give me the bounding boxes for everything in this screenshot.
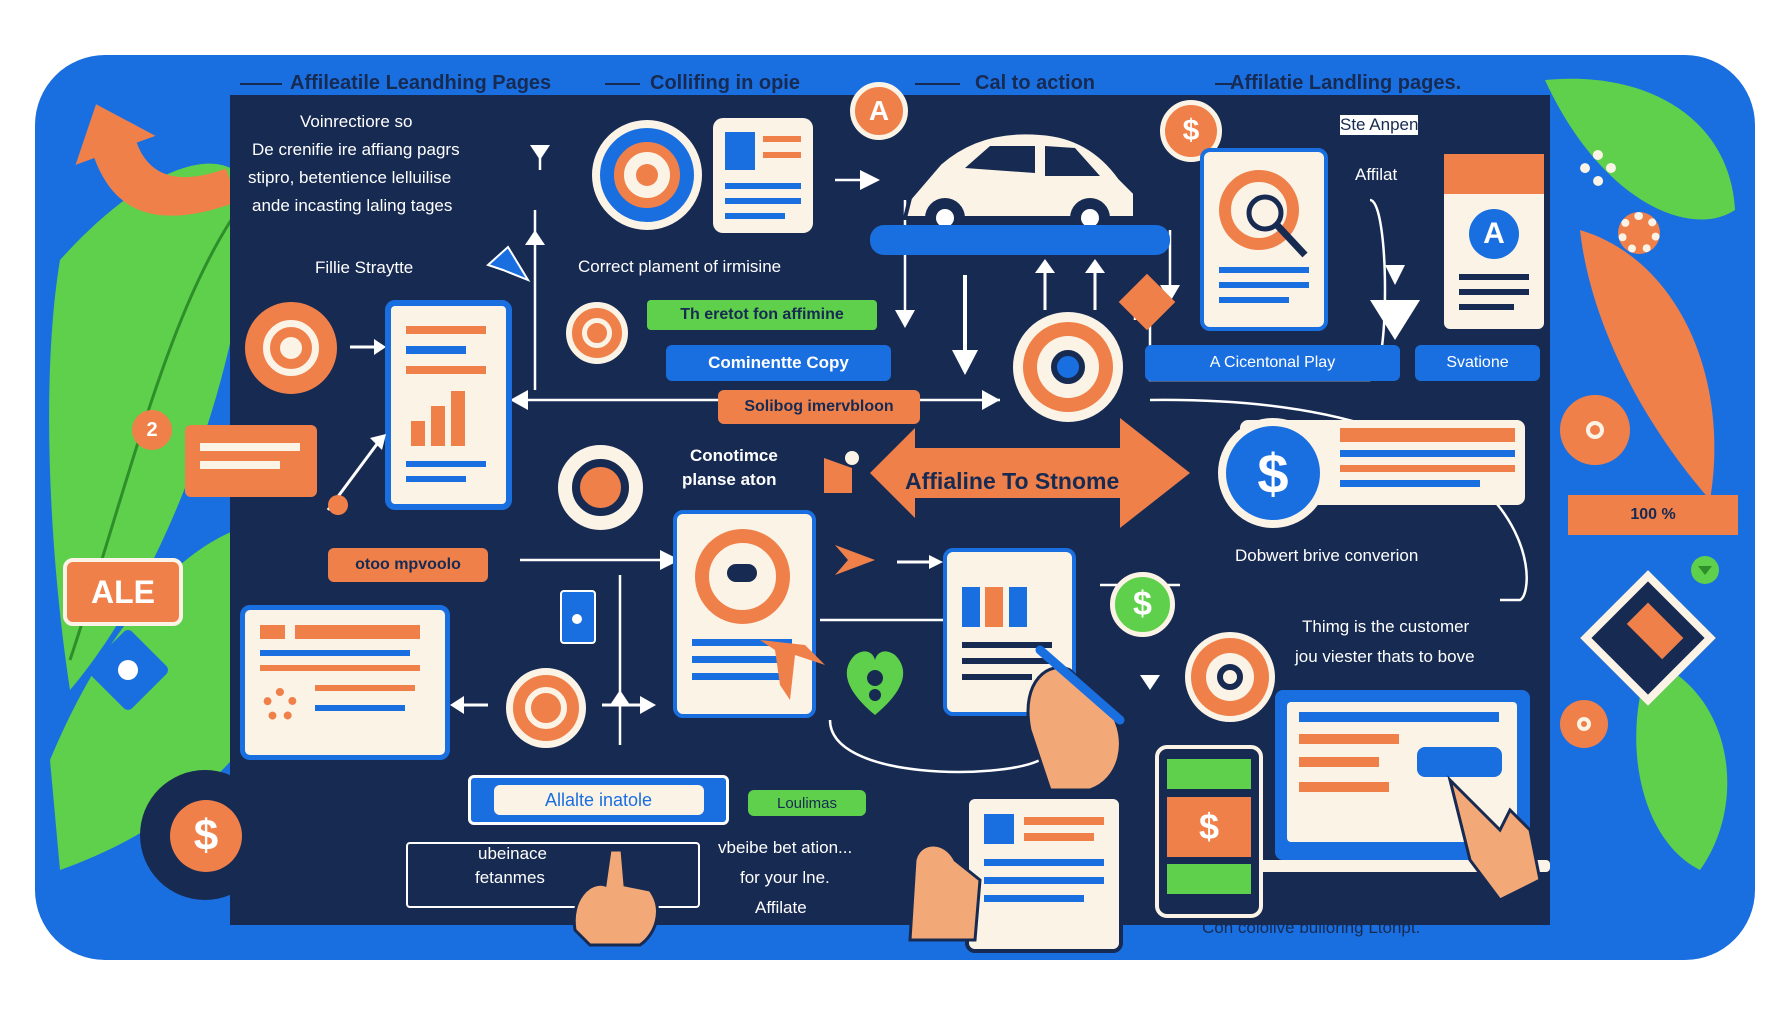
label-affiliate-to-stnome: Affialine To Stnome — [905, 468, 1120, 494]
play-arrow-icon — [835, 545, 875, 575]
dollar-coin-green-icon: $ — [1110, 572, 1175, 637]
target-icon-center — [1013, 312, 1123, 422]
up-arrows-icon — [1035, 259, 1105, 310]
label-dobwert: Dobwert brive converion — [1235, 546, 1419, 565]
heart-badge-icon — [846, 651, 904, 715]
pill-solibog: Solibog imervbloon — [718, 390, 920, 424]
phone-illustration: $ — [1155, 745, 1263, 918]
label-contimence: Conotimce — [690, 446, 778, 465]
g-coin-icon — [566, 302, 628, 364]
pill-otoo-mpvoolo: otoo mpvoolo — [328, 548, 488, 582]
dollar-coin-orange-icon: $ — [1160, 100, 1222, 162]
step-number-badge: 2 — [132, 410, 172, 450]
pill-a-cicentral-play: A Cicentonal Play — [1145, 345, 1400, 381]
chat-bubble-card — [185, 425, 317, 497]
hand-tap-icon — [572, 848, 659, 947]
car-underline-bar — [870, 225, 1170, 255]
big-double-arrow — [870, 418, 1190, 528]
intro-line-2: De crenifie ire affiang pagrs — [252, 140, 460, 159]
label-jou-viester: jou viester thats to bove — [1295, 647, 1475, 666]
intro-line-3: stipro, betentience lelluilise — [248, 168, 452, 187]
header-title-3: Cal to action — [975, 72, 1096, 94]
arrow-right-icon-3 — [897, 555, 943, 569]
label-affilate: Affilate — [755, 898, 807, 917]
label-affilat: Affilat — [1355, 165, 1398, 184]
badge-a-icon: A — [850, 82, 908, 140]
percent-label: 100 % — [1568, 495, 1738, 535]
report-document-card — [385, 300, 512, 510]
label-weibe-bet: vbeibe bet ation... — [718, 838, 853, 857]
label-con-colilve: Con cololive bulloring Ltonpt. — [1202, 918, 1421, 937]
target-icon-left — [245, 302, 337, 394]
calendar-card: A — [1440, 150, 1548, 333]
gear-icon-small — [1560, 700, 1608, 748]
label-fetanmes: fetanmes — [475, 868, 545, 887]
growth-arrow-icon — [326, 434, 386, 515]
g-coin-icon-2 — [506, 668, 586, 748]
arrow-right-icon — [350, 339, 386, 355]
arrow-left-icon — [450, 696, 488, 714]
pill-th-eretot: Th eretot fon affimine — [647, 300, 877, 330]
header-title-2: Collifing in opie — [650, 72, 800, 94]
pill-cominentte-copy: Cominentte Copy — [666, 345, 891, 381]
dollar-gear-icon: $ — [140, 770, 270, 900]
target-icon-top — [592, 120, 702, 230]
layout-document-card — [713, 118, 813, 233]
pill-svatione: Svatione — [1415, 345, 1540, 381]
pill-loulinas: Loulimas — [748, 790, 866, 816]
hand-with-pen-icon — [1026, 645, 1125, 792]
label-ubeinace: ubeinace — [478, 844, 548, 863]
header-title-1: Affileatile Leandhing Pages — [290, 72, 552, 94]
pill-alialte-inatole: Allalte inatole — [493, 785, 704, 815]
hand-pointing-icon — [1447, 775, 1542, 902]
arrow-right-small-icon — [1482, 122, 1526, 134]
bar-chart-document-card — [943, 548, 1076, 716]
ale-badge: ALE — [63, 558, 183, 626]
label-fillie-strategy: Fillie Straytte — [315, 258, 414, 277]
label-ste-anpen: Ste Anpen — [1340, 115, 1419, 135]
profile-document-card — [673, 510, 816, 718]
intro-line-4: ande incasting laling tages — [252, 196, 453, 215]
settings-document-card — [240, 605, 450, 760]
gear-icon-orange — [1618, 212, 1660, 254]
hand-holding-icon — [908, 843, 982, 942]
header-title-4: Affilatie Landling pages. — [1230, 72, 1462, 94]
arrow-right-icon-2 — [602, 696, 656, 714]
pill-alialte-inatole-wrap: Allalte inatole — [468, 775, 729, 825]
gear-icon — [1580, 150, 1616, 186]
car-illustration — [902, 130, 1137, 238]
target-icon-lower — [1185, 632, 1275, 722]
arrow-curved-icon — [760, 640, 825, 700]
label-for-your: for your lne. — [740, 868, 830, 887]
label-thing-is: Thimg is the customer — [1302, 617, 1470, 636]
label-correct-placement: Correct plament of irmisine — [578, 257, 782, 276]
arrow-down-icon — [952, 275, 978, 375]
megaphone-icon — [824, 451, 859, 493]
magnifier-icon — [1246, 194, 1308, 258]
cursor-flag-icon — [486, 245, 531, 283]
analytics-document-card — [1200, 148, 1328, 331]
label-plance-aton: planse aton — [682, 470, 777, 489]
gear-icon-large — [1560, 395, 1630, 465]
green-triangle-icon — [1691, 556, 1719, 584]
donut-chart-icon — [548, 435, 653, 540]
outline-box — [406, 842, 700, 908]
intro-line-1: Voinrectiore so — [300, 112, 413, 131]
dollar-coin-blue-icon: $ — [1218, 418, 1328, 528]
phone-mini-icon — [560, 590, 596, 644]
